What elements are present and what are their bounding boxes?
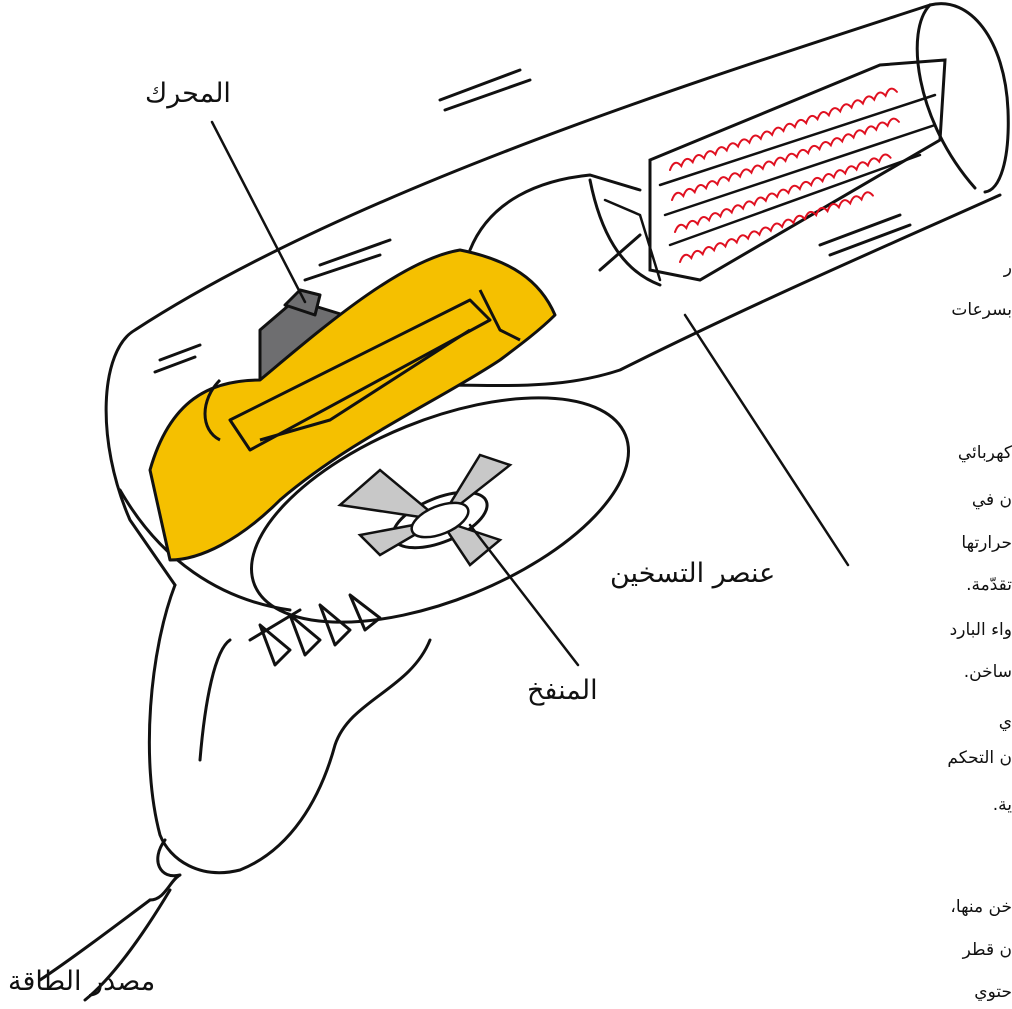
side-text-line: حرارتها	[872, 533, 1012, 553]
side-text-line: ية.	[872, 795, 1012, 815]
label-heating-element: عنصر التسخين	[610, 558, 775, 589]
label-motor: المحرك	[145, 78, 231, 109]
coil-row-3	[673, 153, 890, 232]
leader-heating-element	[685, 315, 848, 565]
side-text-line: تقدّمة.	[872, 575, 1012, 595]
side-text-line: ن التحكم	[872, 748, 1012, 768]
side-text-line: ن في	[872, 490, 1012, 510]
side-text-line: ي	[872, 712, 1012, 732]
side-text-line: كهربائي	[872, 443, 1012, 463]
motor	[150, 250, 555, 560]
side-text-line: ن قطر	[872, 940, 1012, 960]
label-power-source: مصدر الطاقة	[8, 966, 155, 997]
side-text-line: حتوي	[872, 982, 1012, 1002]
side-text-line: خن منها،	[872, 897, 1012, 917]
side-text-line: واء البارد	[872, 620, 1012, 640]
side-text-line: بسرعات	[872, 300, 1012, 320]
side-text-line: ساخن.	[872, 662, 1012, 682]
dryer-handle	[40, 585, 430, 1000]
fan-blades	[340, 455, 510, 565]
side-text-line: ر	[872, 258, 1012, 278]
label-fan: المنفخ	[527, 675, 598, 706]
